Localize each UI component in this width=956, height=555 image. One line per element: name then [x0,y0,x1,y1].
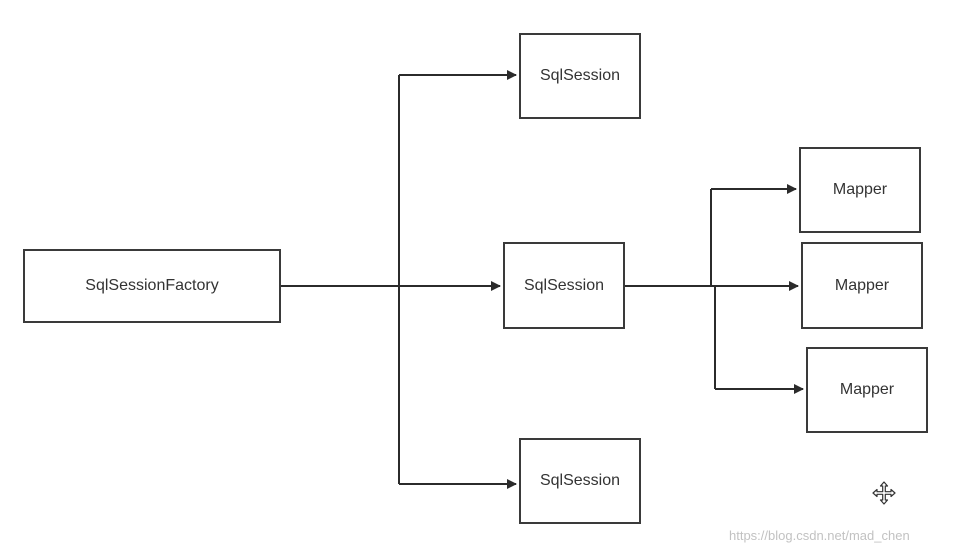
node-label: SqlSession [539,67,621,84]
node-label: Mapper [832,181,888,198]
move-cursor-icon [872,481,896,505]
node-mapper-3: Mapper [806,347,928,433]
node-label: SqlSession [539,472,621,489]
node-sqlsession-2: SqlSession [503,242,625,329]
node-label: SqlSession [523,276,605,294]
node-label: SqlSessionFactory [85,277,219,294]
watermark-text: https://blog.csdn.net/mad_chen [729,528,910,543]
node-mapper-2: Mapper [801,242,923,329]
node-mapper-1: Mapper [799,147,921,233]
node-label: Mapper [834,276,890,294]
node-sqlsession-3: SqlSession [519,438,641,524]
node-sqlsessionfactory: SqlSessionFactory [23,249,281,323]
node-sqlsession-1: SqlSession [519,33,641,119]
node-label: Mapper [839,381,895,398]
